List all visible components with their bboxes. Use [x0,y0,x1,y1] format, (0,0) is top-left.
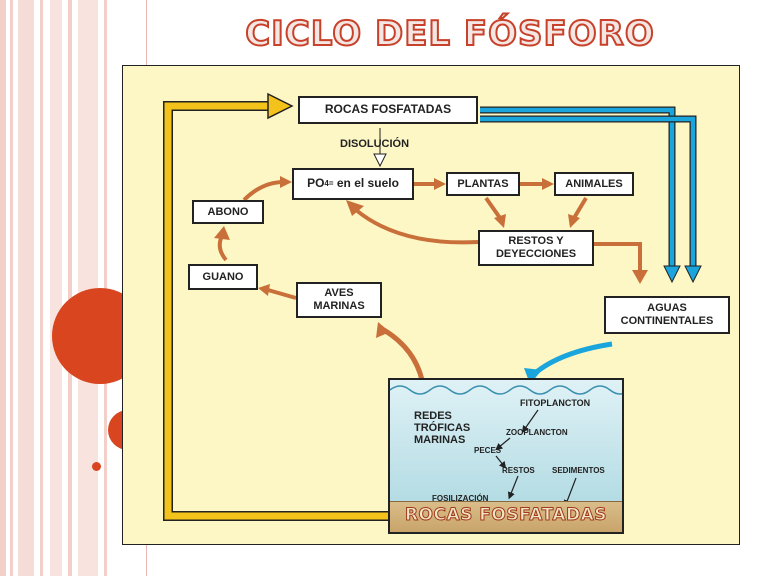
arrow-animales-restos [568,214,580,228]
aguas-line1: AGUAS [647,302,687,315]
node-abono: ABONO [192,200,264,224]
po4-suffix: en el suelo [333,176,399,191]
blue-arrow-to-sea [532,341,613,376]
arrow-aves-guano [258,284,270,296]
label-restos-sea: RESTOS [502,466,535,475]
decor-stripe-7 [78,0,98,576]
label-zooplancton: ZOOPLANCTON [506,428,568,437]
po4-prefix: PO [307,176,325,191]
slide-title: CICLO DEL FÓSFORO [244,13,655,55]
aves-line1: AVES [324,287,354,300]
label-fitoplancton: FITOPLANCTON [520,398,591,408]
arrow-po4-plantas [434,178,446,190]
decor-stripe-3 [18,0,34,576]
decor-stripe-4 [40,0,43,576]
disolucion-arrow [373,153,387,168]
sea-waves [390,385,622,395]
label-fosilizacion: FOSILIZACIÓN [432,494,489,503]
arrow-guano-abono [217,235,228,262]
label-rocas-bottom: ROCAS FOSFATADAS [404,505,608,526]
node-plantas: PLANTAS [446,172,520,196]
node-aguas-continentales: AGUAS CONTINENTALES [604,296,730,334]
label-disolucion: DISOLUCIÓN [340,138,410,150]
restos-line2: DEYECCIONES [495,248,577,260]
restos-line1: RESTOS Y [508,235,564,248]
label-troficas: TRÓFICAS [414,422,471,434]
label-redes: REDES [414,410,452,422]
seabed-rocks: ROCAS FOSFATADAS [390,501,622,532]
po4-subscript: 4 [324,179,329,189]
yellow-arrow-head [267,92,294,120]
node-aves-marinas: AVES MARINAS [296,282,382,318]
arrow-restos-po4 [354,208,479,245]
node-guano: GUANO [188,264,258,290]
arrow-abono-po4 [242,180,285,202]
node-animales: ANIMALES [554,172,634,196]
bullet-dot [92,462,101,471]
arrow-restos-aguas [594,242,642,272]
aves-line2: MARINAS [313,300,365,312]
sea-chain-arrows [495,409,577,508]
label-marinas: MARINAS [414,434,466,446]
aguas-line2: CONTINENTALES [620,315,714,327]
decor-stripe-5 [50,0,62,576]
node-rocas-fosfatadas: ROCAS FOSFATADAS [298,96,478,124]
node-restos-deyecciones: RESTOS Y DEYECCIONES [478,230,594,266]
decor-stripe-6 [68,0,72,576]
sea-section: REDES TRÓFICAS MARINAS FITOPLANCTON ZOOP… [388,378,624,534]
label-sedimentos: SEDIMENTOS [552,466,605,475]
decor-stripe-1 [0,0,6,576]
po4-superscript: = [328,179,334,189]
label-peces: PECES [474,446,502,455]
arrow-plantas-animales [542,178,554,190]
decor-stripe-2 [10,0,13,576]
arrow-plantas-restos [494,214,506,228]
